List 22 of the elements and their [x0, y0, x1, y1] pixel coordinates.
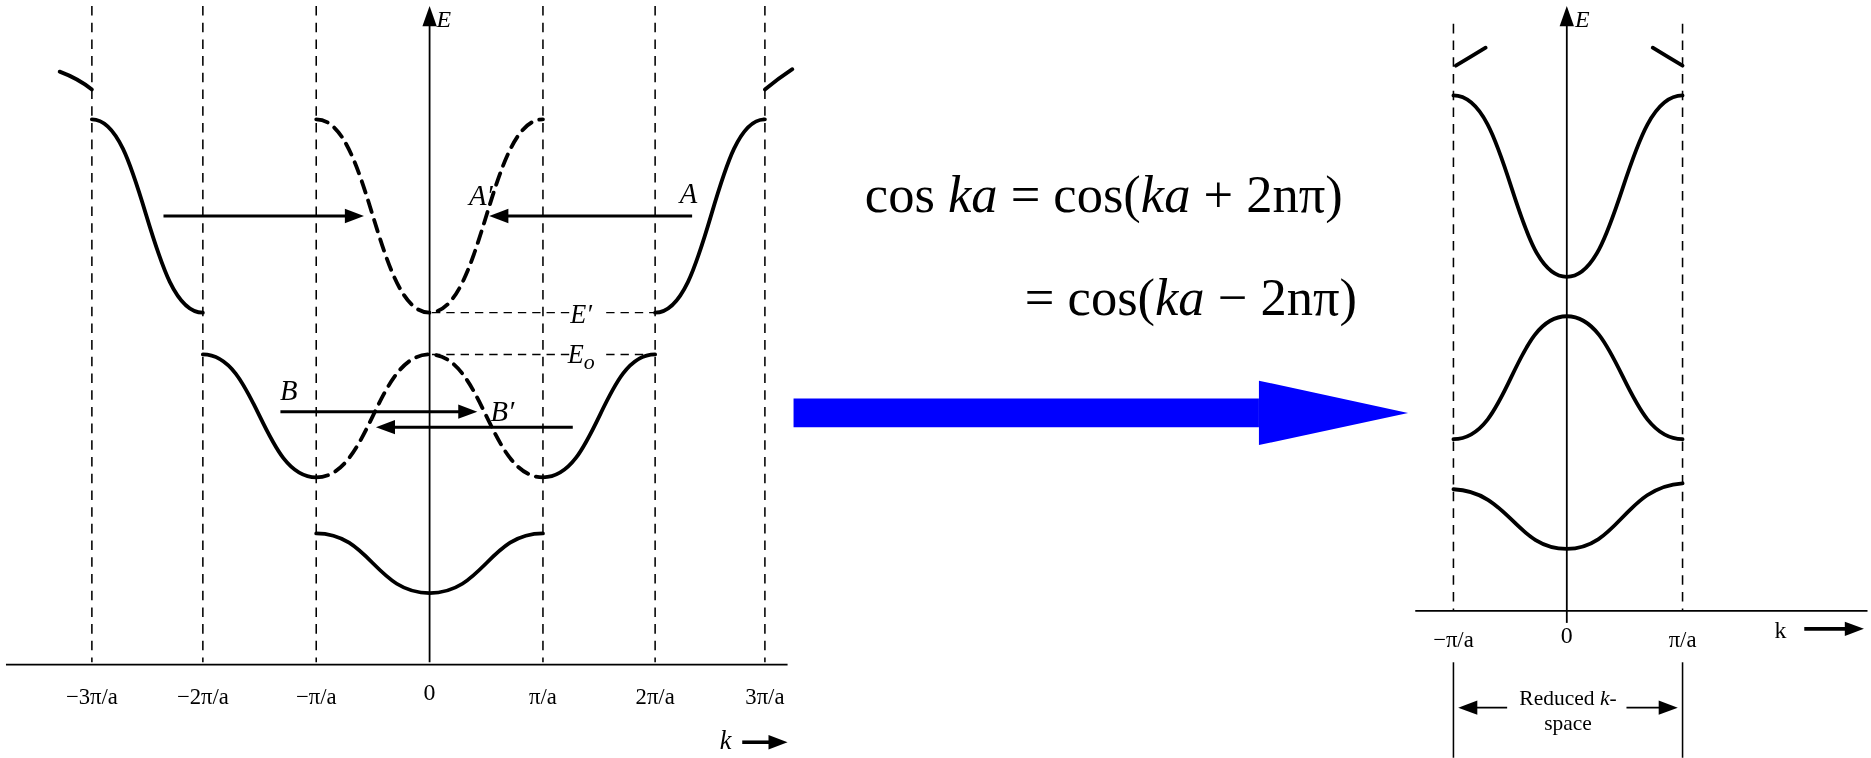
axis-label: k [1774, 618, 1787, 642]
tick-label: 2π/a [635, 684, 675, 708]
tick-label: π/a [1668, 627, 1697, 651]
axis-label: E [436, 7, 452, 32]
energy-label: E′ [570, 301, 593, 329]
equation: = cos(ka − 2nπ) [1024, 272, 1357, 325]
tick-label: −2π/a [176, 684, 229, 708]
band-point-label: A′ [469, 181, 493, 210]
axis-label: E [1575, 7, 1590, 32]
equation: cos ka = cos(ka + 2nπ) [864, 169, 1343, 222]
axis-label: k [719, 727, 732, 755]
tick-label: 3π/a [745, 684, 785, 708]
energy-label: E$_{o}$ [567, 341, 595, 374]
band-point-label: A [679, 179, 698, 208]
band-point-label: B′ [490, 397, 515, 426]
tick-label: −3π/a [65, 684, 118, 708]
band-point-label: B [280, 375, 298, 405]
tick-label: π/a [529, 684, 557, 708]
tick-label: −π/a [295, 684, 337, 708]
arrow [793, 380, 1409, 446]
dimension-label: Reduced k-space [1518, 686, 1618, 736]
tick-label: −π/a [1433, 627, 1474, 651]
